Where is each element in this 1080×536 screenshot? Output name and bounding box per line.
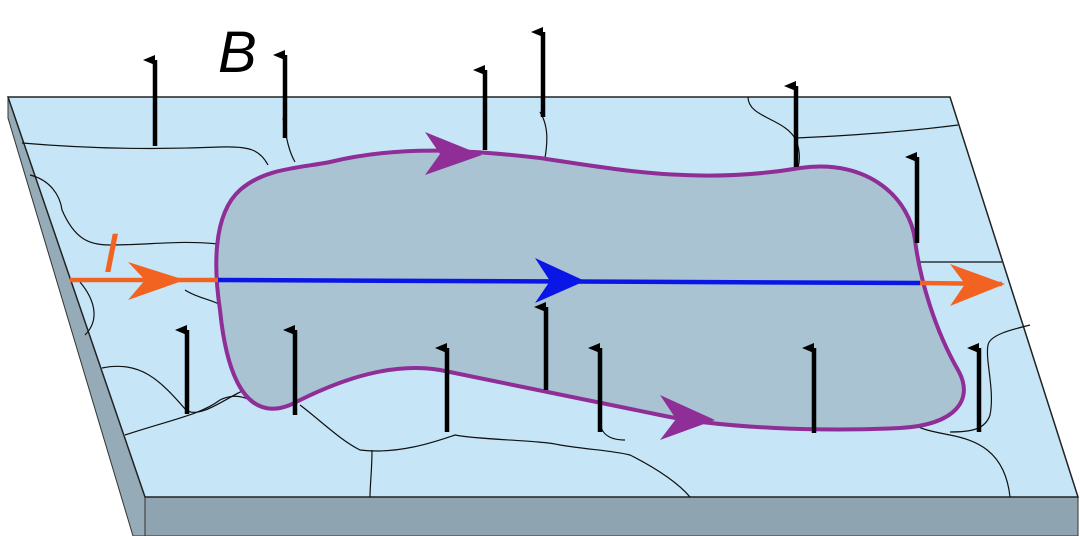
grain-boundary	[949, 324, 1031, 433]
loop-direction-arrows	[425, 132, 715, 440]
current-left-arrowhead	[128, 262, 185, 300]
grain-boundary	[904, 419, 1011, 498]
grain-boundary	[21, 142, 269, 166]
loop-direction-arrow	[425, 132, 482, 175]
loop-region	[214, 148, 966, 432]
current-right-arrowhead	[950, 264, 1005, 306]
grain-boundary	[79, 281, 95, 336]
grain-boundary	[795, 124, 959, 139]
current-label-i: I	[103, 221, 119, 284]
field-label-b: B	[218, 20, 257, 85]
field-arrows	[143, 27, 982, 433]
loop-direction-arrow	[660, 395, 715, 440]
current-path	[70, 258, 1005, 306]
grain-boundary	[299, 404, 691, 498]
grain-boundary	[369, 449, 373, 498]
grain-boundary	[29, 174, 219, 246]
current-internal-arrowhead	[535, 258, 585, 303]
plate-front-side	[144, 496, 1079, 536]
grain-boundary	[124, 395, 251, 436]
